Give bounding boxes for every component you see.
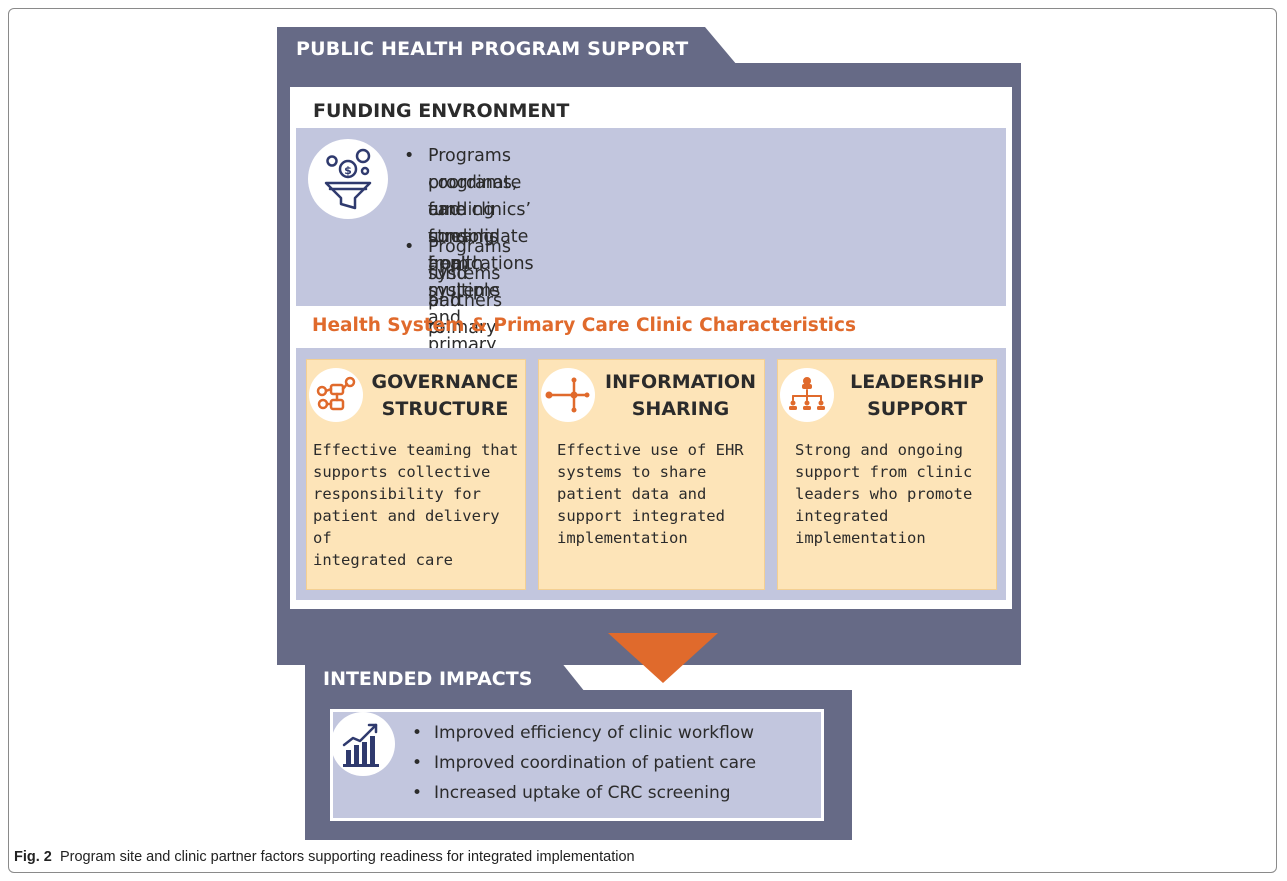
funding-bullet-line: programs, and consolidate health systems… [428,173,529,355]
card-body-line: Effective teaming that [313,441,519,459]
growth-chart-icon [331,712,395,776]
funding-box [296,128,1006,306]
card-body-line: support integrated [557,507,725,525]
characteristics-heading: Health System & Primary Care Clinic Char… [312,315,856,336]
card-title: GOVERNANCE STRUCTURE [366,369,524,423]
caption-text: Program site and clinic partner factors … [59,849,635,865]
card-title: LEADERSHIP SUPPORT [838,369,996,423]
funding-heading: FUNDING ENVRONMENT [313,100,570,122]
funding-filter-icon: $ [308,139,388,219]
card-body-line: implementation [557,529,688,547]
card-body-line: integrated care [313,551,453,569]
card-body-line: patient data and [557,485,707,503]
figure-caption: Fig. 2 Program site and clinic partner f… [14,849,635,865]
card-body: Strong and ongoing support from clinic l… [795,439,995,549]
impact-bullet-text: Increased uptake of CRC screening [434,783,731,803]
funding-bullet-line: care clinics’ funding applications [428,200,534,274]
figure-frame [8,8,1277,873]
card-body-line: support from clinic [795,463,973,481]
card-title-line: GOVERNANCE [371,371,519,393]
flowchart-icon [309,368,363,422]
card-body: Effective use of EHR systems to share pa… [557,439,763,549]
card-title-line: SUPPORT [867,398,967,420]
program-support-tab [277,27,737,65]
card-body: Effective teaming that supports collecti… [313,439,523,571]
impact-bullet-text: Improved efficiency of clinic workflow [434,723,755,743]
program-support-title: PUBLIC HEALTH PROGRAM SUPPORT [296,38,689,60]
card-body-line: implementation [795,529,926,547]
card-body-line: responsibility for [313,485,481,503]
funding-bullet-line: Programs coordinate funding streams from… [428,146,522,301]
svg-text:$: $ [344,164,352,177]
card-body-line: Effective use of EHR [557,441,744,459]
caption-label: Fig. 2 [14,849,52,865]
card-body-line: Strong and ongoing [795,441,963,459]
card-title-line: STRUCTURE [381,398,509,420]
card-body-line: patient and delivery of [313,507,500,547]
card-title-line: LEADERSHIP [850,371,984,393]
card-body-line: supports collective [313,463,491,481]
impacts-title: INTENDED IMPACTS [323,668,533,690]
card-body-line: leaders who promote [795,485,973,503]
network-share-icon [541,368,595,422]
card-body-line: integrated [795,507,889,525]
card-title: INFORMATION SHARING [598,369,763,423]
card-body-line: systems to share [557,463,707,481]
impact-bullet-text: Improved coordination of patient care [434,753,757,773]
org-chart-icon [780,368,834,422]
impacts-panel [333,712,821,818]
card-title-line: SHARING [631,398,730,420]
card-title-line: INFORMATION [605,371,756,393]
impacts-tab [305,652,585,692]
